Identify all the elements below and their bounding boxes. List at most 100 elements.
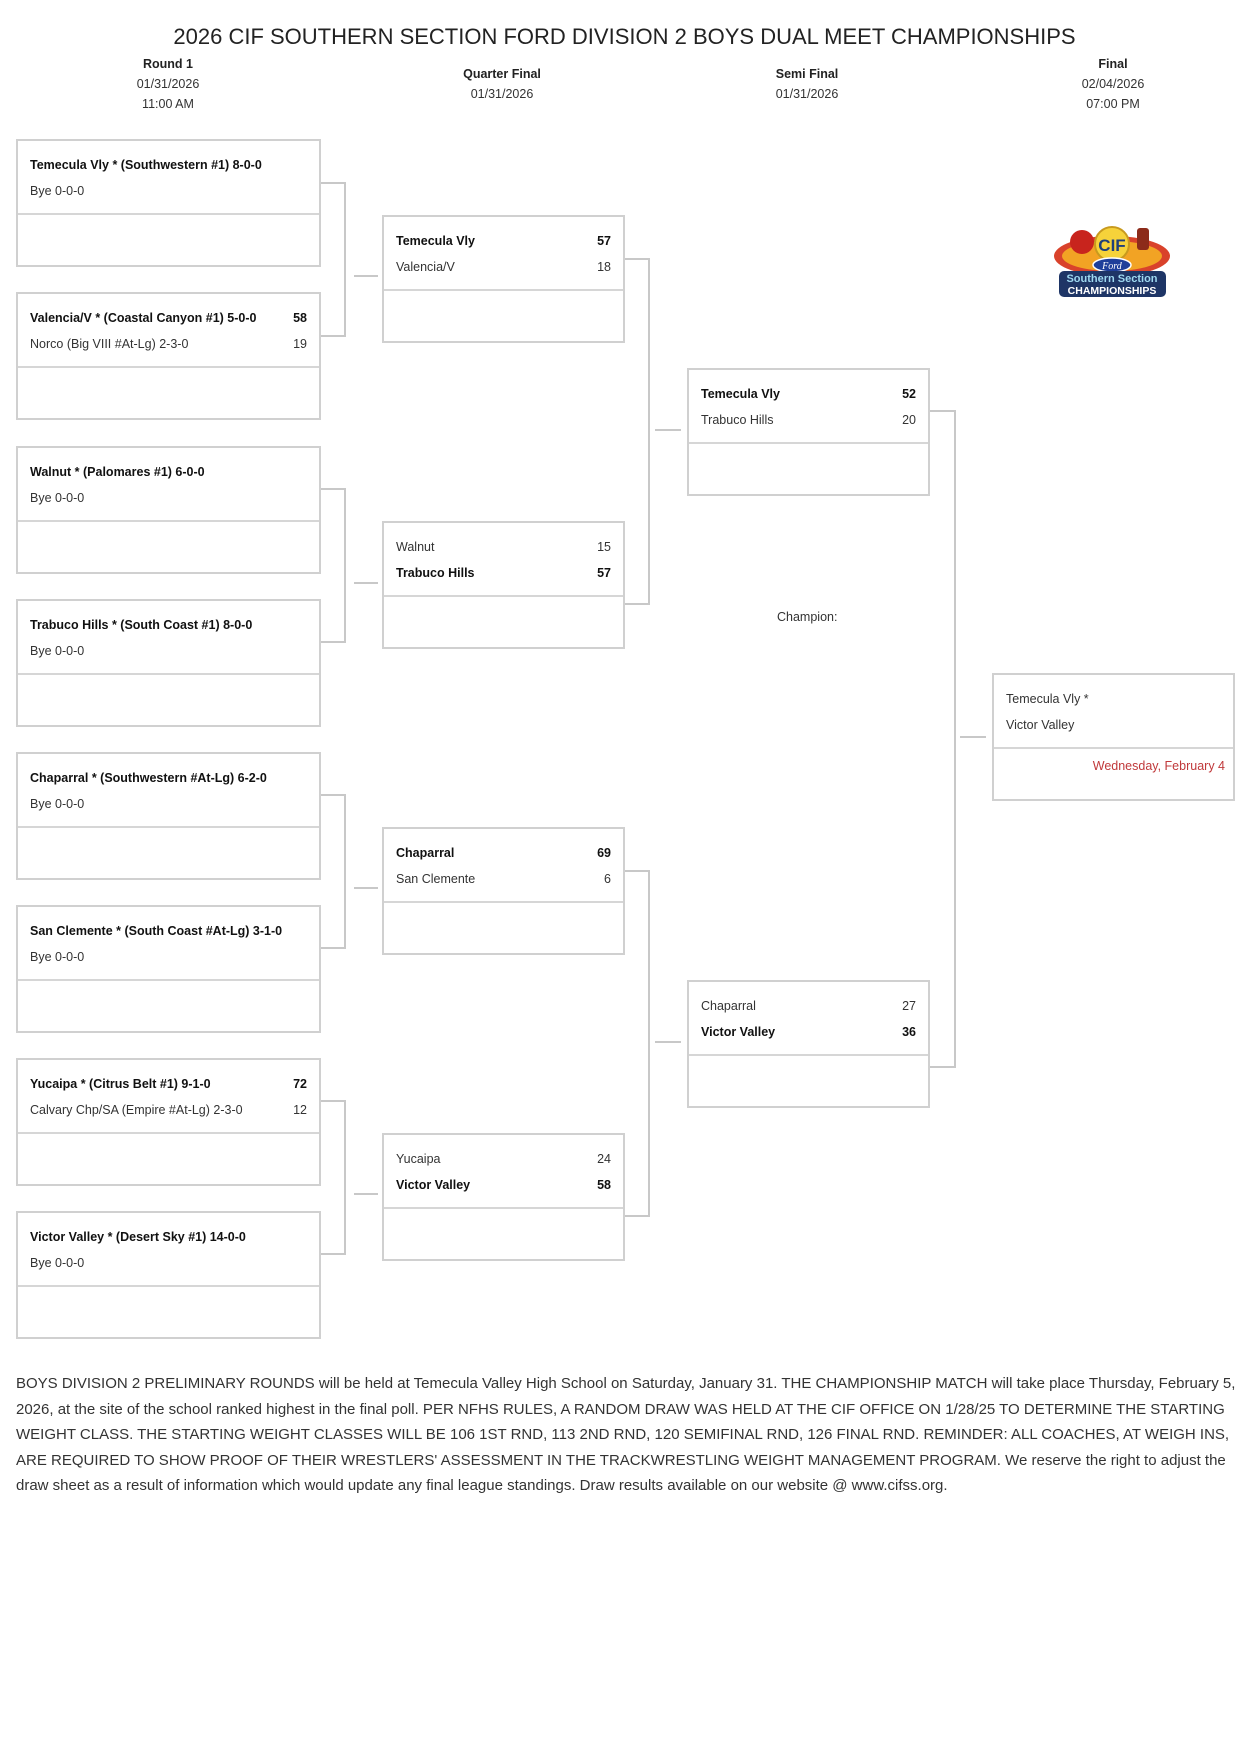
bracket-line <box>321 1100 345 1102</box>
team-top: Yucaipa 24 <box>396 1149 611 1169</box>
team-score: 58 <box>597 1178 611 1192</box>
row-divider <box>18 366 319 368</box>
team-name: San Clemente * (South Coast #At-Lg) 3-1-… <box>30 924 283 938</box>
team-name: Bye 0-0-0 <box>30 491 85 505</box>
bracket-line <box>930 1066 955 1068</box>
bracket-line <box>354 275 378 277</box>
round1-match: Trabuco Hills * (South Coast #1) 8-0-0 B… <box>16 599 321 727</box>
team-name: Trabuco Hills <box>396 566 475 580</box>
round1-match: Temecula Vly * (Southwestern #1) 8-0-0 B… <box>16 139 321 267</box>
bracket-line <box>648 258 650 605</box>
team-top: Trabuco Hills * (South Coast #1) 8-0-0 <box>30 615 307 635</box>
team-name: Chaparral <box>396 846 455 860</box>
round1-match: Valencia/V * (Coastal Canyon #1) 5-0-0 58… <box>16 292 321 420</box>
logo-section-text: Southern Section <box>1066 273 1157 285</box>
row-divider <box>689 442 928 444</box>
team-bottom: San Clemente 6 <box>396 869 611 889</box>
team-top: Temecula Vly * (Southwestern #1) 8-0-0 <box>30 155 307 175</box>
bracket-line <box>655 429 681 431</box>
team-name: Trabuco Hills <box>701 413 774 427</box>
team-top: Valencia/V * (Coastal Canyon #1) 5-0-0 58 <box>30 308 307 328</box>
round-date: 01/31/2026 <box>470 87 534 101</box>
team-name: Chaparral * (Southwestern #At-Lg) 6-2-0 <box>30 771 267 785</box>
round-name: Semi Final <box>775 67 839 81</box>
row-divider <box>18 673 319 675</box>
team-top: Temecula Vly * <box>1006 689 1221 709</box>
bracket-line <box>344 182 346 337</box>
team-name: Bye 0-0-0 <box>30 1256 85 1270</box>
bracket-line <box>625 1215 649 1217</box>
team-name: Temecula Vly * <box>1006 692 1089 706</box>
bracket-line <box>648 870 650 1217</box>
team-name: Bye 0-0-0 <box>30 644 85 658</box>
team-name: Temecula Vly * (Southwestern #1) 8-0-0 <box>30 158 262 172</box>
team-top: Chaparral * (Southwestern #At-Lg) 6-2-0 <box>30 768 307 788</box>
team-score: 58 <box>293 311 307 325</box>
team-score: 69 <box>597 846 611 860</box>
team-name: Valencia/V * (Coastal Canyon #1) 5-0-0 <box>30 311 257 325</box>
team-name: Yucaipa * (Citrus Belt #1) 9-1-0 <box>30 1077 211 1091</box>
notes-paragraph: BOYS DIVISION 2 PRELIMINARY ROUNDS will … <box>16 1375 1236 1494</box>
bracket-line <box>625 603 649 605</box>
bracket-line <box>344 488 346 643</box>
row-divider <box>689 1054 928 1056</box>
team-top: Chaparral 27 <box>701 996 916 1016</box>
bracket-line <box>354 887 378 889</box>
row-divider <box>994 747 1233 749</box>
team-top: Chaparral 69 <box>396 843 611 863</box>
page-title: 2026 CIF SOUTHERN SECTION FORD DIVISION … <box>173 24 1076 49</box>
team-score: 27 <box>902 999 916 1013</box>
team-name: Bye 0-0-0 <box>30 184 85 198</box>
row-divider <box>384 595 623 597</box>
quarterfinal-match: Chaparral 69 San Clemente 6 <box>382 827 625 955</box>
bracket-line <box>321 641 345 643</box>
bracket-line <box>344 794 346 949</box>
bracket-line <box>625 258 649 260</box>
bracket-line <box>321 335 345 337</box>
round-name: Final <box>1098 57 1128 71</box>
bracket-line <box>321 488 345 490</box>
team-name: Chaparral <box>701 999 756 1013</box>
round-time: 11:00 AM <box>142 97 194 111</box>
round-time: 07:00 PM <box>1086 97 1140 111</box>
bracket-line <box>321 947 345 949</box>
team-score: 18 <box>597 260 611 274</box>
team-name: Calvary Chp/SA (Empire #At-Lg) 2-3-0 <box>30 1103 243 1117</box>
team-name: Yucaipa <box>396 1152 441 1166</box>
round-name: Round 1 <box>143 57 193 71</box>
final-date-note: Wednesday, February 4 <box>1092 759 1225 773</box>
round-header-final: Final 02/04/2026 07:00 PM <box>993 54 1233 114</box>
team-name: San Clemente <box>396 872 476 886</box>
round1-match: San Clemente * (South Coast #At-Lg) 3-1-… <box>16 905 321 1033</box>
team-score: 19 <box>293 337 307 351</box>
logo-cif-text: CIF <box>1098 236 1125 255</box>
round-date: 01/31/2026 <box>775 87 839 101</box>
row-divider <box>18 520 319 522</box>
team-name: Victor Valley <box>701 1025 776 1039</box>
team-score: 6 <box>604 872 611 886</box>
team-name: Bye 0-0-0 <box>30 950 85 964</box>
row-divider <box>18 213 319 215</box>
team-bottom: Calvary Chp/SA (Empire #At-Lg) 2-3-0 12 <box>30 1100 307 1120</box>
row-divider <box>18 1285 319 1287</box>
team-name: Trabuco Hills * (South Coast #1) 8-0-0 <box>30 618 253 632</box>
team-name: Walnut * (Palomares #1) 6-0-0 <box>30 465 205 479</box>
row-divider <box>384 1207 623 1209</box>
team-name: Victor Valley * (Desert Sky #1) 14-0-0 <box>30 1230 246 1244</box>
team-name: Walnut <box>396 540 435 554</box>
team-name: Bye 0-0-0 <box>30 797 85 811</box>
bracket-line <box>655 1041 681 1043</box>
row-divider <box>384 901 623 903</box>
team-score: 12 <box>293 1103 307 1117</box>
team-score: 24 <box>597 1152 611 1166</box>
round1-match: Chaparral * (Southwestern #At-Lg) 6-2-0 … <box>16 752 321 880</box>
